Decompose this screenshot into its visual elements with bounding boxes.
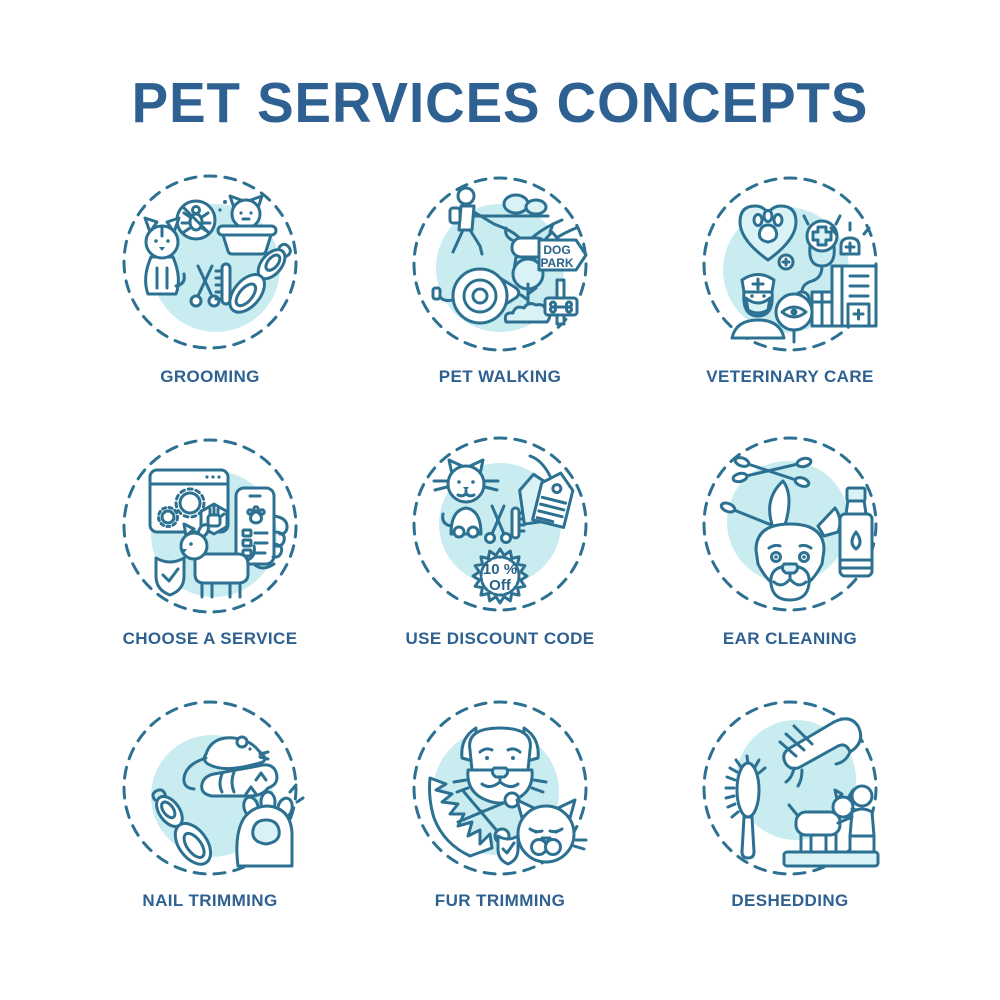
dashed-ring — [412, 176, 588, 352]
dashed-ring — [702, 176, 878, 352]
dog-park-sign: DOG PARK — [537, 238, 588, 326]
nail-clippers — [228, 242, 292, 314]
schnauzer-head — [452, 726, 548, 805]
concept-grid: GROOMING — [0, 162, 1000, 948]
tree-and-grass — [503, 257, 552, 324]
dashed-ring — [122, 700, 298, 876]
concept-card-nail-trimming: NAIL TRIMMING — [65, 686, 355, 948]
no-flea-sign — [175, 199, 217, 241]
concept-card-use-discount-code: 10 % Off USE DISCOUNT CODE — [355, 424, 645, 686]
scissors — [189, 264, 221, 308]
dashed-ring — [702, 436, 878, 612]
phone-in-hand — [234, 486, 289, 570]
check-shield — [154, 556, 186, 597]
retractable-leash — [431, 267, 521, 325]
dashed-ring — [122, 438, 298, 614]
concept-label: EAR CLEANING — [722, 629, 858, 648]
cat-in-bathtub — [216, 194, 278, 256]
bushes — [450, 193, 550, 218]
dashed-ring — [122, 174, 298, 350]
fur-tuft — [428, 776, 494, 858]
dashed-ring — [702, 700, 878, 876]
concept-label: USE DISCOUNT CODE — [405, 629, 595, 648]
dog-face — [754, 479, 842, 602]
rat — [182, 735, 270, 791]
dog-figure — [143, 216, 186, 296]
animal-hospital — [810, 221, 878, 328]
badge-text-line2: Off — [489, 577, 512, 594]
dashed-ring — [412, 700, 588, 876]
concept-label: PET WALKING — [438, 367, 562, 386]
concept-card-choose-a-service: CHOOSE A SERVICE — [65, 424, 355, 686]
grooming-scene — [782, 784, 880, 868]
concept-card-ear-cleaning: EAR CLEANING — [645, 424, 935, 686]
nail-trimming-icon — [122, 700, 305, 876]
concept-label: FUR TRIMMING — [434, 891, 566, 910]
fur-trimming-icon — [412, 700, 588, 876]
paw-app-icon — [246, 505, 266, 525]
badge-text-line1: 10 % — [483, 561, 517, 578]
concept-label: GROOMING — [160, 367, 260, 386]
eye-magnifier — [774, 292, 814, 344]
bone-glyph — [549, 300, 573, 314]
choose-a-service-icon — [122, 438, 298, 614]
discount-badge: 10 % Off — [471, 547, 529, 605]
hand-with-fur — [778, 717, 863, 788]
concept-card-fur-trimming: FUR TRIMMING — [355, 686, 645, 948]
dashed-ring — [412, 436, 588, 612]
pet-walking-icon: DOG PARK — [412, 176, 588, 352]
concept-card-pet-walking: DOG PARK PET WALKING — [355, 162, 645, 424]
nail-clippings — [244, 771, 268, 796]
concept-card-grooming: GROOMING — [65, 162, 355, 424]
dog-figure — [179, 522, 256, 599]
use-discount-code-icon: 10 % Off — [412, 436, 588, 612]
sign-text-line2: PARK — [540, 256, 573, 270]
check-shield — [496, 834, 520, 866]
deshedding-brush — [724, 754, 767, 860]
cat-figure — [432, 458, 500, 539]
ear-drops-bottle — [838, 486, 874, 578]
grooming-icon — [122, 174, 298, 350]
veterinary-care-icon — [702, 176, 878, 352]
nail-clippers — [151, 788, 213, 866]
veterinarian — [730, 273, 786, 340]
concept-card-veterinary-care: VETERINARY CARE — [645, 162, 935, 424]
scissors — [456, 790, 521, 845]
heart-paw — [738, 204, 798, 262]
price-tags — [518, 454, 575, 529]
page-title: PET SERVICES CONCEPTS — [131, 71, 869, 135]
scissors — [484, 504, 512, 544]
cat-face — [504, 798, 588, 864]
deshedding-icon — [702, 700, 880, 876]
concept-label: CHOOSE A SERVICE — [122, 629, 298, 648]
concept-label: DESHEDDING — [731, 891, 849, 910]
sign-text-line1: DOG — [543, 243, 570, 257]
paw — [235, 783, 305, 868]
ear-cleaning-icon — [702, 436, 878, 612]
comb — [214, 262, 232, 306]
concept-card-deshedding: DESHEDDING — [645, 686, 935, 948]
service-list — [241, 528, 269, 558]
concept-label: VETERINARY CARE — [706, 367, 874, 386]
concept-label: NAIL TRIMMING — [142, 891, 278, 910]
